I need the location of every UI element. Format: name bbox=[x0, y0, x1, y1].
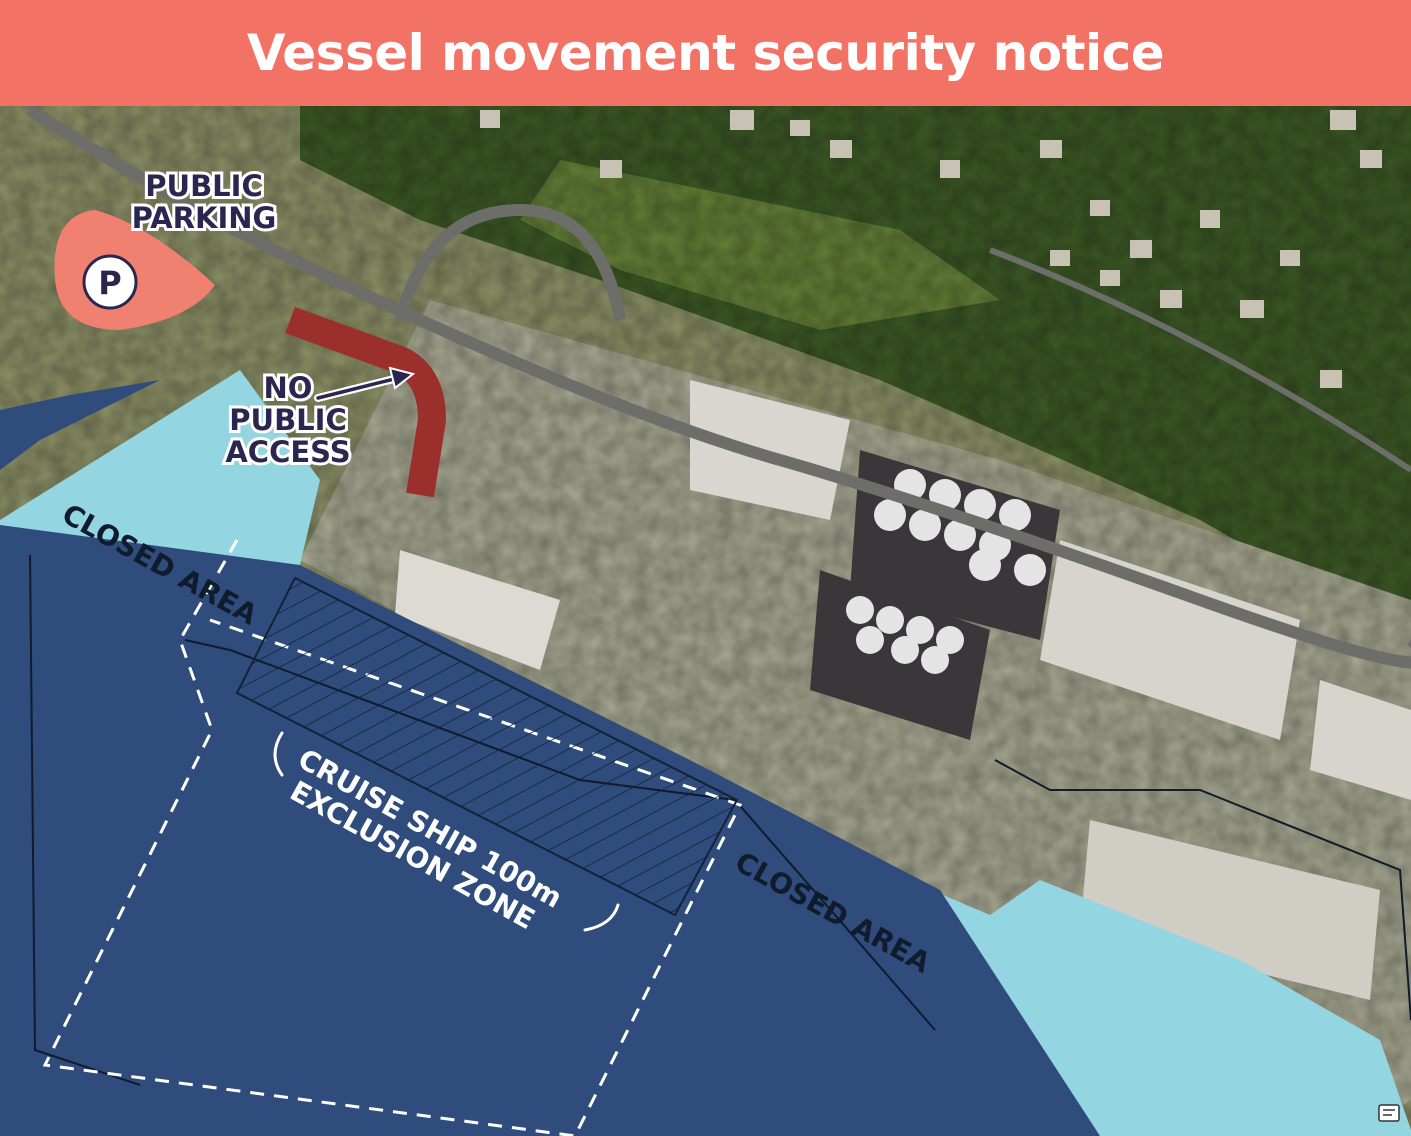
header-bar bbox=[0, 0, 1411, 106]
no-access-line3: ACCESS bbox=[225, 435, 350, 469]
no-access-line2: PUBLIC bbox=[229, 403, 346, 437]
cruise-ship-berth bbox=[235, 576, 739, 917]
harbour-water bbox=[0, 380, 160, 470]
feedback-icon[interactable] bbox=[1378, 1104, 1400, 1122]
parking-symbol: P bbox=[98, 264, 121, 302]
exclusion-brackets bbox=[273, 731, 620, 932]
port-structures bbox=[395, 380, 1411, 1000]
public-parking-label: PUBLIC PARKING bbox=[129, 166, 280, 238]
public-parking-line2: PARKING bbox=[132, 201, 277, 235]
header: Vessel movement security notice bbox=[0, 0, 1411, 106]
roads bbox=[26, 104, 1411, 669]
closed-area bbox=[0, 370, 1411, 1136]
no-public-access-label: NO PUBLIC ACCESS bbox=[222, 368, 353, 472]
public-parking-line1: PUBLIC bbox=[145, 169, 262, 203]
town-buildings bbox=[480, 110, 1382, 388]
no-access-line1: NO bbox=[264, 371, 313, 405]
exclusion-zone-boundary bbox=[42, 539, 743, 1136]
page-title: Vessel movement security notice bbox=[246, 24, 1165, 82]
parking-icon: P bbox=[82, 254, 138, 310]
no-access-road bbox=[285, 306, 446, 498]
arrow-icon bbox=[314, 366, 416, 402]
